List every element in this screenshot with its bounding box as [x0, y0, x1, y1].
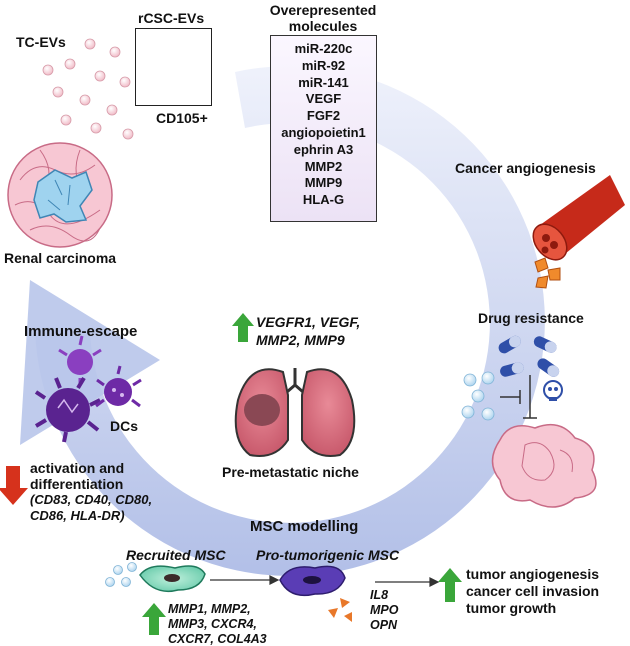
molecule-item: MMP9: [304, 175, 343, 191]
msc-vesicles: [105, 562, 137, 587]
outcome-tumor-angiogenesis: tumor angiogenesis: [466, 566, 600, 582]
molecule-item: VEGF: [305, 91, 342, 107]
activation-line2: differentiation: [30, 476, 124, 492]
opn-label: OPN: [370, 618, 398, 632]
tumor-cell-icon: [491, 423, 597, 508]
markers-line2: CD86, HLA-DR): [30, 508, 125, 523]
molecule-item: miR-141: [298, 74, 349, 90]
il8-label: IL8: [370, 588, 389, 602]
niche-genes-line2: MMP2, MMP9: [256, 332, 345, 348]
mpo-label: MPO: [370, 603, 399, 617]
cancer-angiogenesis-label: Cancer angiogenesis: [455, 160, 596, 176]
niche-genes-line1: VEGFR1, VEGF,: [256, 314, 361, 330]
rcsc-evs-label: rCSC-EVs: [138, 10, 205, 26]
cd105-label: CD105+: [156, 110, 208, 126]
blood-vessel-icon: [532, 175, 625, 289]
tc-evs-label: TC-EVs: [16, 34, 66, 50]
activation-line1: activation and: [30, 460, 125, 476]
molecule-item: HLA-G: [302, 192, 345, 208]
molecule-item: FGF2: [306, 108, 341, 124]
renal-carcinoma-label: Renal carcinoma: [4, 250, 117, 266]
skull-icon: [543, 380, 563, 401]
inhibition-icon: [500, 375, 537, 419]
overrepresented-molecules-box: miR-220c miR-92 miR-141 VEGF FGF2 angiop…: [270, 35, 377, 222]
outcome-cancer-cell-invasion: cancer cell invasion: [466, 583, 600, 599]
msc-genes-line2: MMP3, CXCR4,: [168, 617, 257, 631]
msc-genes-line3: CXCR7, COL4A3: [168, 632, 267, 646]
drug-vesicles: [461, 371, 495, 421]
tc-ev-vesicles: [42, 38, 134, 140]
molecule-list: miR-220c miR-92 miR-141 VEGF FGF2 angiop…: [271, 36, 376, 209]
molecule-item: angiopoietin1: [281, 124, 366, 140]
markers-line1: (CD83, CD40, CD80,: [30, 492, 153, 507]
drug-resistance-label: Drug resistance: [478, 310, 584, 326]
pro-tumorigenic-msc-label: Pro-tumorigenic MSC: [256, 547, 400, 563]
dendritic-cell-icon: [34, 335, 142, 443]
outcome-tumor-growth: tumor growth: [466, 600, 557, 616]
pill-icon: [498, 335, 560, 377]
lung-icon: [234, 368, 356, 457]
molecule-item: MMP2: [304, 158, 343, 174]
pre-metastatic-niche-label: Pre-metastatic niche: [222, 464, 359, 480]
flow-arrows: [210, 575, 440, 587]
dcs-label: DCs: [110, 418, 139, 434]
up-arrow-icon: [142, 313, 462, 635]
msc-cell-icon: [139, 565, 206, 593]
molecule-item: miR-92: [301, 57, 346, 73]
rcsc-ev-box: [135, 28, 212, 106]
msc-genes-line1: MMP1, MMP2,: [168, 602, 251, 616]
secreted-factor-icon: [328, 598, 352, 622]
pro-tumorigenic-msc-icon: [279, 565, 346, 597]
molecule-item: miR-220c: [294, 41, 353, 56]
renal-tumor-icon: [7, 142, 113, 248]
msc-modelling-label: MSC modelling: [250, 518, 359, 535]
overrepresented-title: Overepresented molecules: [269, 2, 377, 35]
molecule-item: ephrin A3: [293, 141, 354, 157]
recruited-msc-label: Recruited MSC: [126, 547, 226, 563]
down-arrow-icon: [0, 466, 28, 505]
immune-escape-label: Immune-escape: [24, 323, 138, 340]
